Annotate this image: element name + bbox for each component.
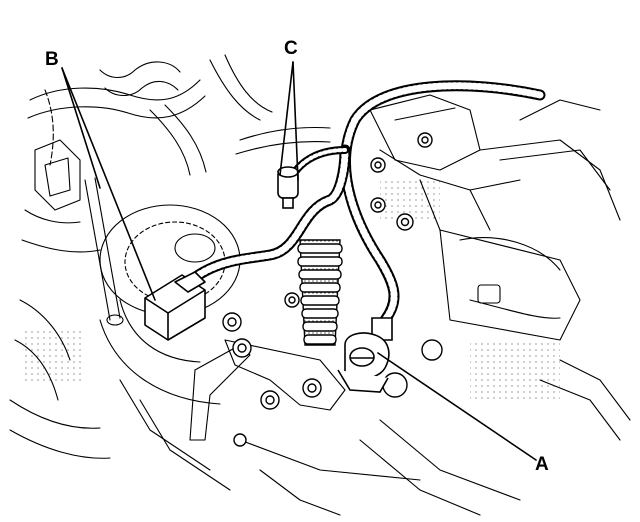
connector-a	[337, 317, 393, 393]
wire-harness	[174, 80, 546, 326]
connector-b	[144, 271, 206, 341]
connector-c	[277, 166, 299, 209]
callout-label-a: A	[535, 454, 549, 475]
callout-label-b: B	[45, 49, 59, 70]
callout-label-c: C	[284, 38, 298, 59]
bolts	[222, 132, 443, 447]
leader-lines	[61, 61, 537, 461]
corrugated-boot	[297, 239, 343, 346]
background-engine-parts	[9, 54, 631, 516]
